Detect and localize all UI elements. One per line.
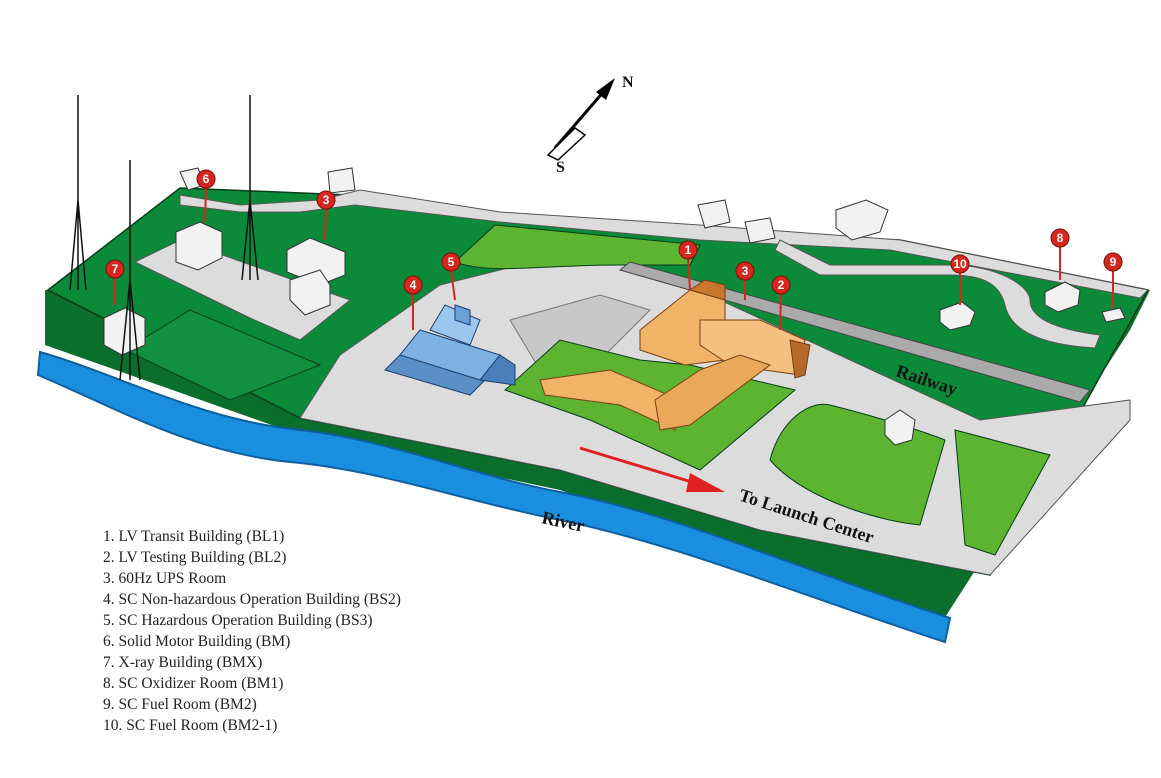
- marker-number: 10: [953, 257, 967, 271]
- legend-item: 3. 60Hz UPS Room: [103, 570, 227, 587]
- marker-stem: [687, 257, 691, 291]
- marker-layer: 1 2 3 3 4 5 6 7 8 9 10: [105, 169, 1123, 331]
- marker-3b: 3: [316, 190, 336, 241]
- launch-arrow-head: [686, 473, 725, 492]
- railway-track: [618, 261, 1091, 403]
- light-green-lawn-east: [954, 429, 1051, 556]
- marker-1: 1: [678, 240, 698, 291]
- marker-10: 10: [950, 254, 970, 305]
- marker-3a: 3: [735, 261, 755, 300]
- river: [36, 350, 952, 644]
- marker-7: 7: [105, 259, 125, 305]
- marker-number: 7: [112, 262, 119, 276]
- light-green-field-west: [123, 309, 322, 401]
- marker-badge: [678, 240, 698, 260]
- compass: N S: [546, 74, 634, 176]
- legend-item: 1. LV Transit Building (BL1): [103, 528, 285, 545]
- compass-north-label: N: [622, 74, 634, 91]
- legend-item: 9. SC Fuel Room (BM2): [103, 696, 257, 713]
- marker-badge: [403, 275, 423, 295]
- parking-area: [509, 294, 651, 371]
- marker-badge: [196, 169, 216, 189]
- marker-number: 3: [323, 193, 330, 207]
- marker-9: 9: [1103, 252, 1123, 308]
- marker-number: 1: [685, 243, 692, 257]
- legend-item: 10. SC Fuel Room (BM2-1): [103, 717, 278, 734]
- marker-number: 4: [410, 278, 417, 292]
- marker-4: 4: [403, 275, 423, 330]
- marker-number: 6: [203, 172, 210, 186]
- road-east-loop: [774, 239, 1101, 349]
- marker-6: 6: [196, 169, 216, 223]
- legend: 1. LV Transit Building (BL1) 2. LV Testin…: [103, 526, 401, 736]
- marker-badge: [1103, 252, 1123, 272]
- marker-stem: [324, 207, 327, 241]
- legend-item: 6. Solid Motor Building (BM): [103, 633, 291, 650]
- marker-number: 3: [742, 264, 749, 278]
- compass-south-label: S: [556, 159, 565, 176]
- marker-8: 8: [1050, 228, 1070, 280]
- marker-number: 2: [778, 278, 785, 292]
- marker-5: 5: [441, 252, 461, 301]
- legend-item: 4. SC Non-hazardous Operation Building (…: [103, 591, 401, 608]
- road-upper: [179, 189, 1150, 299]
- launch-arrow-shaft: [579, 446, 696, 485]
- marker-number: 9: [1110, 255, 1117, 269]
- marker-badge: [735, 261, 755, 281]
- marker-stem: [779, 292, 782, 331]
- legend-item: 2. LV Testing Building (BL2): [103, 549, 287, 566]
- legend-item: 5. SC Hazardous Operation Building (BS3): [103, 612, 373, 629]
- marker-badge: [441, 252, 461, 272]
- light-green-lawn-north: [454, 224, 701, 270]
- marker-badge: [316, 190, 336, 210]
- radio-towers: [69, 95, 259, 381]
- marker-number: 8: [1057, 231, 1064, 245]
- legend-item: 8. SC Oxidizer Room (BM1): [103, 675, 284, 692]
- marker-badge: [771, 275, 791, 295]
- marker-number: 5: [448, 255, 455, 269]
- marker-badge: [950, 254, 970, 274]
- orange-buildings-bl: [539, 279, 811, 431]
- marker-badge: [105, 259, 125, 279]
- marker-2: 2: [771, 275, 791, 331]
- legend-item: 7. X-ray Building (BMX): [103, 654, 263, 671]
- marker-stem: [204, 186, 207, 223]
- blue-building-bs2: [384, 304, 516, 396]
- marker-badge: [1050, 228, 1070, 248]
- marker-stem: [450, 269, 456, 301]
